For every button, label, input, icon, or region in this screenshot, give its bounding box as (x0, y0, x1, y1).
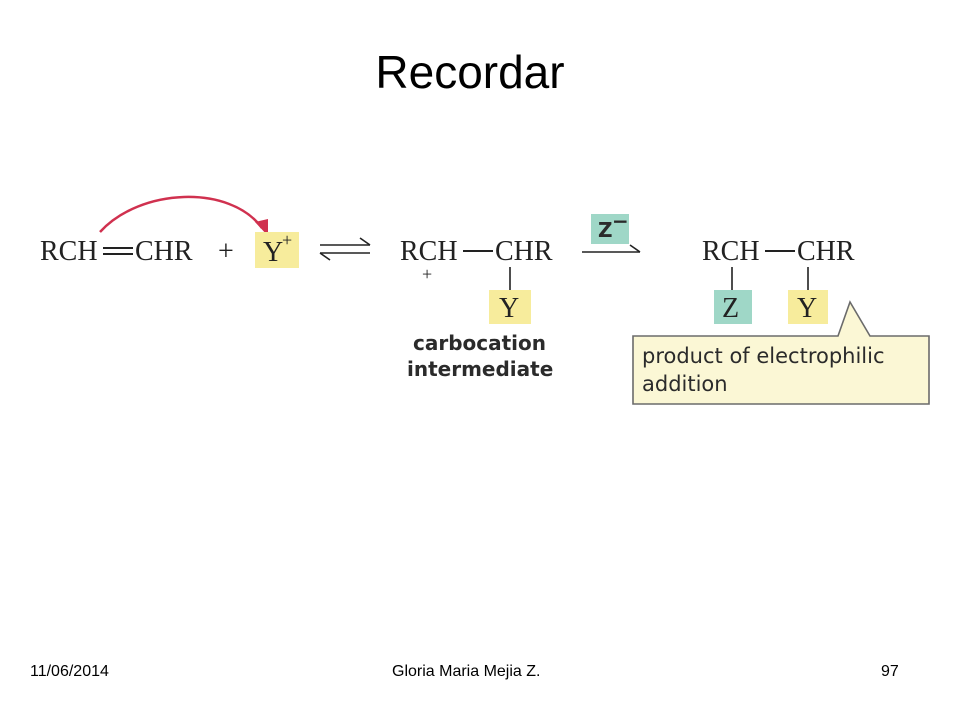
product-callout (632, 300, 930, 405)
electrophile-charge: + (282, 230, 292, 250)
electrophile-highlight (255, 232, 299, 268)
intermediate-rch: RCH (400, 236, 458, 267)
nucleophile-z: Z (598, 218, 613, 242)
slide-title: Recordar (375, 46, 565, 98)
intermediate-chr: CHR (495, 236, 553, 267)
reactant-rch: RCH (40, 236, 98, 267)
product-z-highlight (714, 290, 752, 324)
product-chr: CHR (797, 236, 855, 267)
intermediate-y: Y (499, 293, 519, 324)
reactant-chr: CHR (135, 236, 193, 267)
product-label-line1: product of electrophilic (642, 344, 885, 368)
product-y: Y (797, 293, 817, 324)
equilibrium-backward-barb (319, 252, 331, 261)
product-label-line2: addition (642, 372, 728, 396)
nucleophile-highlight (591, 214, 629, 244)
equilibrium-forward-barb (359, 237, 371, 246)
curved-arrow-head (255, 219, 268, 236)
intermediate-y-highlight (489, 290, 531, 324)
footer-author: Gloria Maria Mejia Z. (392, 663, 541, 680)
footer-date: 11/06/2014 (30, 663, 109, 680)
reaction-arrow-barb (629, 244, 641, 253)
intermediate-charge: + (422, 264, 432, 284)
curved-arrow (99, 195, 264, 233)
intermediate-label-line2: intermediate (407, 357, 553, 381)
product-rch: RCH (702, 236, 760, 267)
product-z: Z (722, 293, 739, 324)
product-y-highlight (788, 290, 828, 324)
electrophile-y: Y (263, 237, 283, 268)
plus-sign: + (218, 236, 234, 267)
footer-page-number: 97 (881, 663, 899, 680)
nucleophile-charge: − (612, 209, 629, 233)
electrophilic-addition-diagram: RCH CHR + Y + RCH + CHR Y carbocation in… (40, 195, 930, 405)
intermediate-label-line1: carbocation (413, 331, 546, 355)
